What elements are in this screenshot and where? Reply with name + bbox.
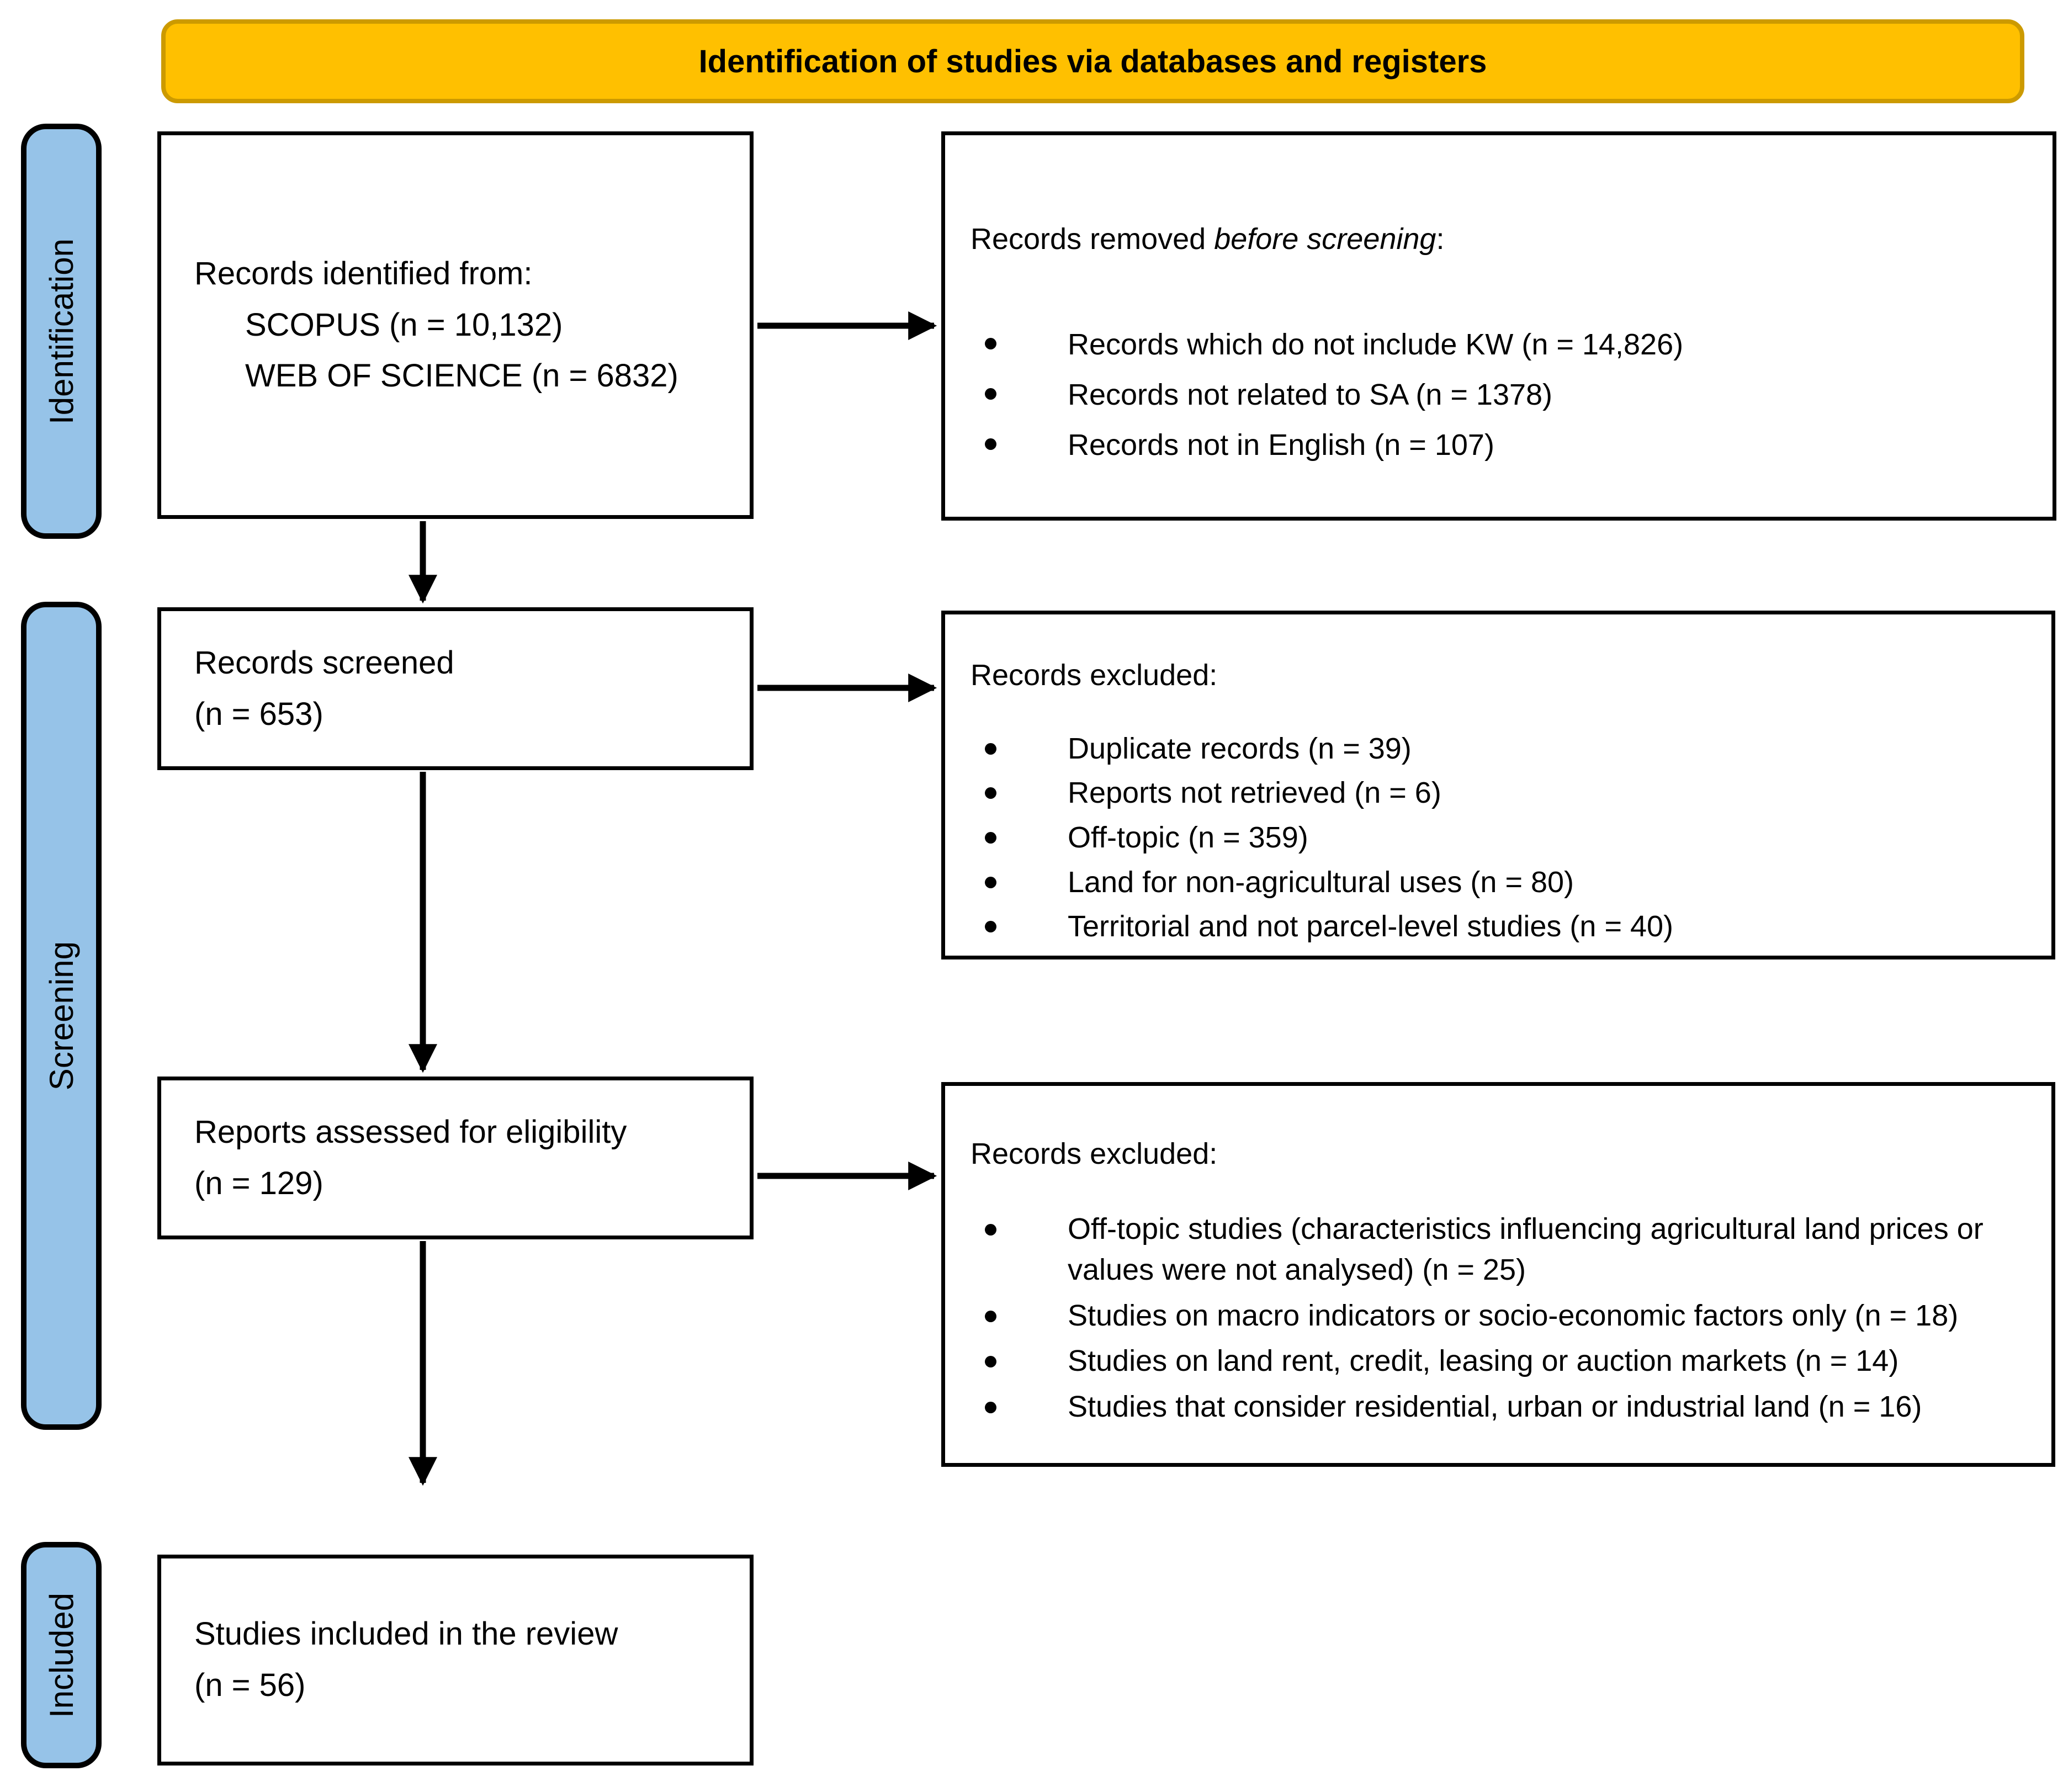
records-screened-label: Records screened: [194, 644, 454, 681]
records-identified-intro: Records identified from:: [194, 255, 533, 291]
source-item: SCOPUS (n = 10,132): [245, 306, 563, 343]
reason-item: Studies on macro indicators or socio-eco…: [970, 1295, 2029, 1337]
reason-item: Duplicate records (n = 39): [970, 728, 2029, 770]
reason-item: Land for non-agricultural uses (n = 80): [970, 861, 2029, 904]
reports-assessed-count: (n = 129): [194, 1165, 323, 1201]
studies-included-count: (n = 56): [194, 1667, 306, 1703]
source-item: WEB OF SCIENCE (n = 6832): [245, 358, 678, 394]
stage-label-screening: Screening: [21, 602, 102, 1430]
records-removed-heading: Records removed before screening:: [970, 218, 2030, 261]
reason-item: Studies on land rent, credit, leasing or…: [970, 1340, 2029, 1382]
heading-italic: before screening: [1214, 222, 1436, 256]
stage-label-text: Screening: [43, 941, 80, 1091]
records-identified-sources: SCOPUS (n = 10,132) WEB OF SCIENCE (n = 6…: [194, 300, 739, 402]
banner: Identification of studies via databases …: [161, 19, 2024, 103]
reason-item: Off-topic studies (characteristics influ…: [970, 1208, 2029, 1291]
records-removed-reasons: Records which do not include KW (n = 14,…: [970, 322, 2030, 468]
reason-item: Off-topic (n = 359): [970, 817, 2029, 859]
stage-label-text: Identification: [43, 238, 80, 425]
records-excluded-heading: Records excluded:: [970, 659, 1218, 692]
box-records-removed-before-screening: Records removed before screening: Record…: [941, 131, 2056, 521]
studies-included-label: Studies included in the review: [194, 1616, 618, 1652]
box-records-excluded-screening: Records excluded: Duplicate records (n =…: [941, 611, 2055, 959]
box-records-excluded-eligibility: Records excluded: Off-topic studies (cha…: [941, 1082, 2055, 1467]
reason-item: Records which do not include KW (n = 14,…: [970, 322, 2030, 367]
box-records-identified: Records identified from: SCOPUS (n = 10,…: [157, 131, 754, 519]
reason-item: Studies that consider residential, urban…: [970, 1386, 2029, 1428]
box-records-screened: Records screened (n = 653): [157, 607, 754, 770]
page-title: Identification of studies via databases …: [698, 43, 1487, 79]
stage-label-text: Included: [43, 1592, 80, 1718]
box-studies-included: Studies included in the review (n = 56): [157, 1555, 754, 1766]
heading-prefix: Records removed: [970, 222, 1215, 256]
reason-item: Territorial and not parcel-level studies…: [970, 905, 2029, 948]
records-screened-count: (n = 653): [194, 696, 323, 732]
reports-assessed-label: Reports assessed for eligibility: [194, 1114, 627, 1150]
stage-label-included: Included: [21, 1542, 102, 1768]
records-excluded-reasons: Off-topic studies (characteristics influ…: [970, 1208, 2029, 1428]
reason-item: Reports not retrieved (n = 6): [970, 772, 2029, 814]
box-reports-assessed: Reports assessed for eligibility (n = 12…: [157, 1077, 754, 1239]
reason-item: Records not in English (n = 107): [970, 423, 2030, 468]
stage-label-identification: Identification: [21, 124, 102, 539]
heading-suffix: :: [1436, 222, 1445, 256]
reason-item: Records not related to SA (n = 1378): [970, 373, 2030, 417]
records-excluded-reasons: Duplicate records (n = 39)Reports not re…: [970, 728, 2029, 948]
records-excluded-heading: Records excluded:: [970, 1137, 1218, 1170]
